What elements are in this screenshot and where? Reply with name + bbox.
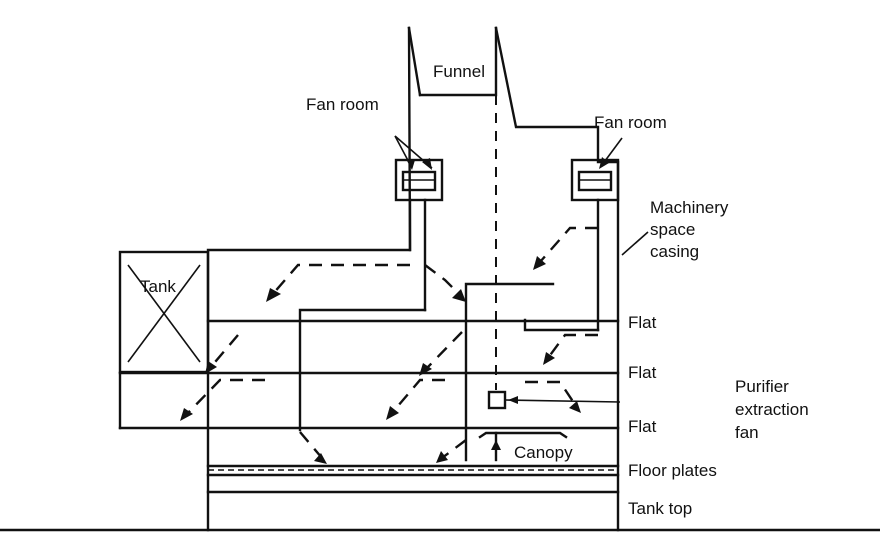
airflow-arrows — [180, 226, 598, 464]
label-fan-room-left: Fan room — [306, 95, 379, 114]
machinery-space-casing — [206, 26, 620, 532]
label-tank: Tank — [140, 277, 176, 296]
leaders — [394, 135, 649, 256]
label-funnel: Funnel — [433, 62, 485, 81]
label-flat-2: Flat — [628, 363, 657, 382]
label-floor-plates: Floor plates — [628, 461, 717, 480]
canopy — [478, 431, 568, 462]
fan-room-left — [394, 158, 444, 312]
label-flat-1: Flat — [628, 313, 657, 332]
label-machinery-1: Machinery — [650, 198, 729, 217]
fan-room-right — [570, 158, 620, 332]
tank — [118, 250, 210, 374]
flats — [118, 319, 620, 430]
purifier-extraction-fan — [487, 390, 621, 410]
floor-plates — [206, 464, 620, 477]
ducts — [298, 282, 600, 462]
label-canopy: Canopy — [514, 443, 573, 462]
label-flat-3: Flat — [628, 417, 657, 436]
label-purifier-1: Purifier — [735, 377, 789, 396]
label-tank-top: Tank top — [628, 499, 692, 518]
label-purifier-3: fan — [735, 423, 759, 442]
label-fan-room-right: Fan room — [594, 113, 667, 132]
label-machinery-3: casing — [650, 242, 699, 261]
label-machinery-2: space — [650, 220, 695, 239]
label-purifier-2: extraction — [735, 400, 809, 419]
